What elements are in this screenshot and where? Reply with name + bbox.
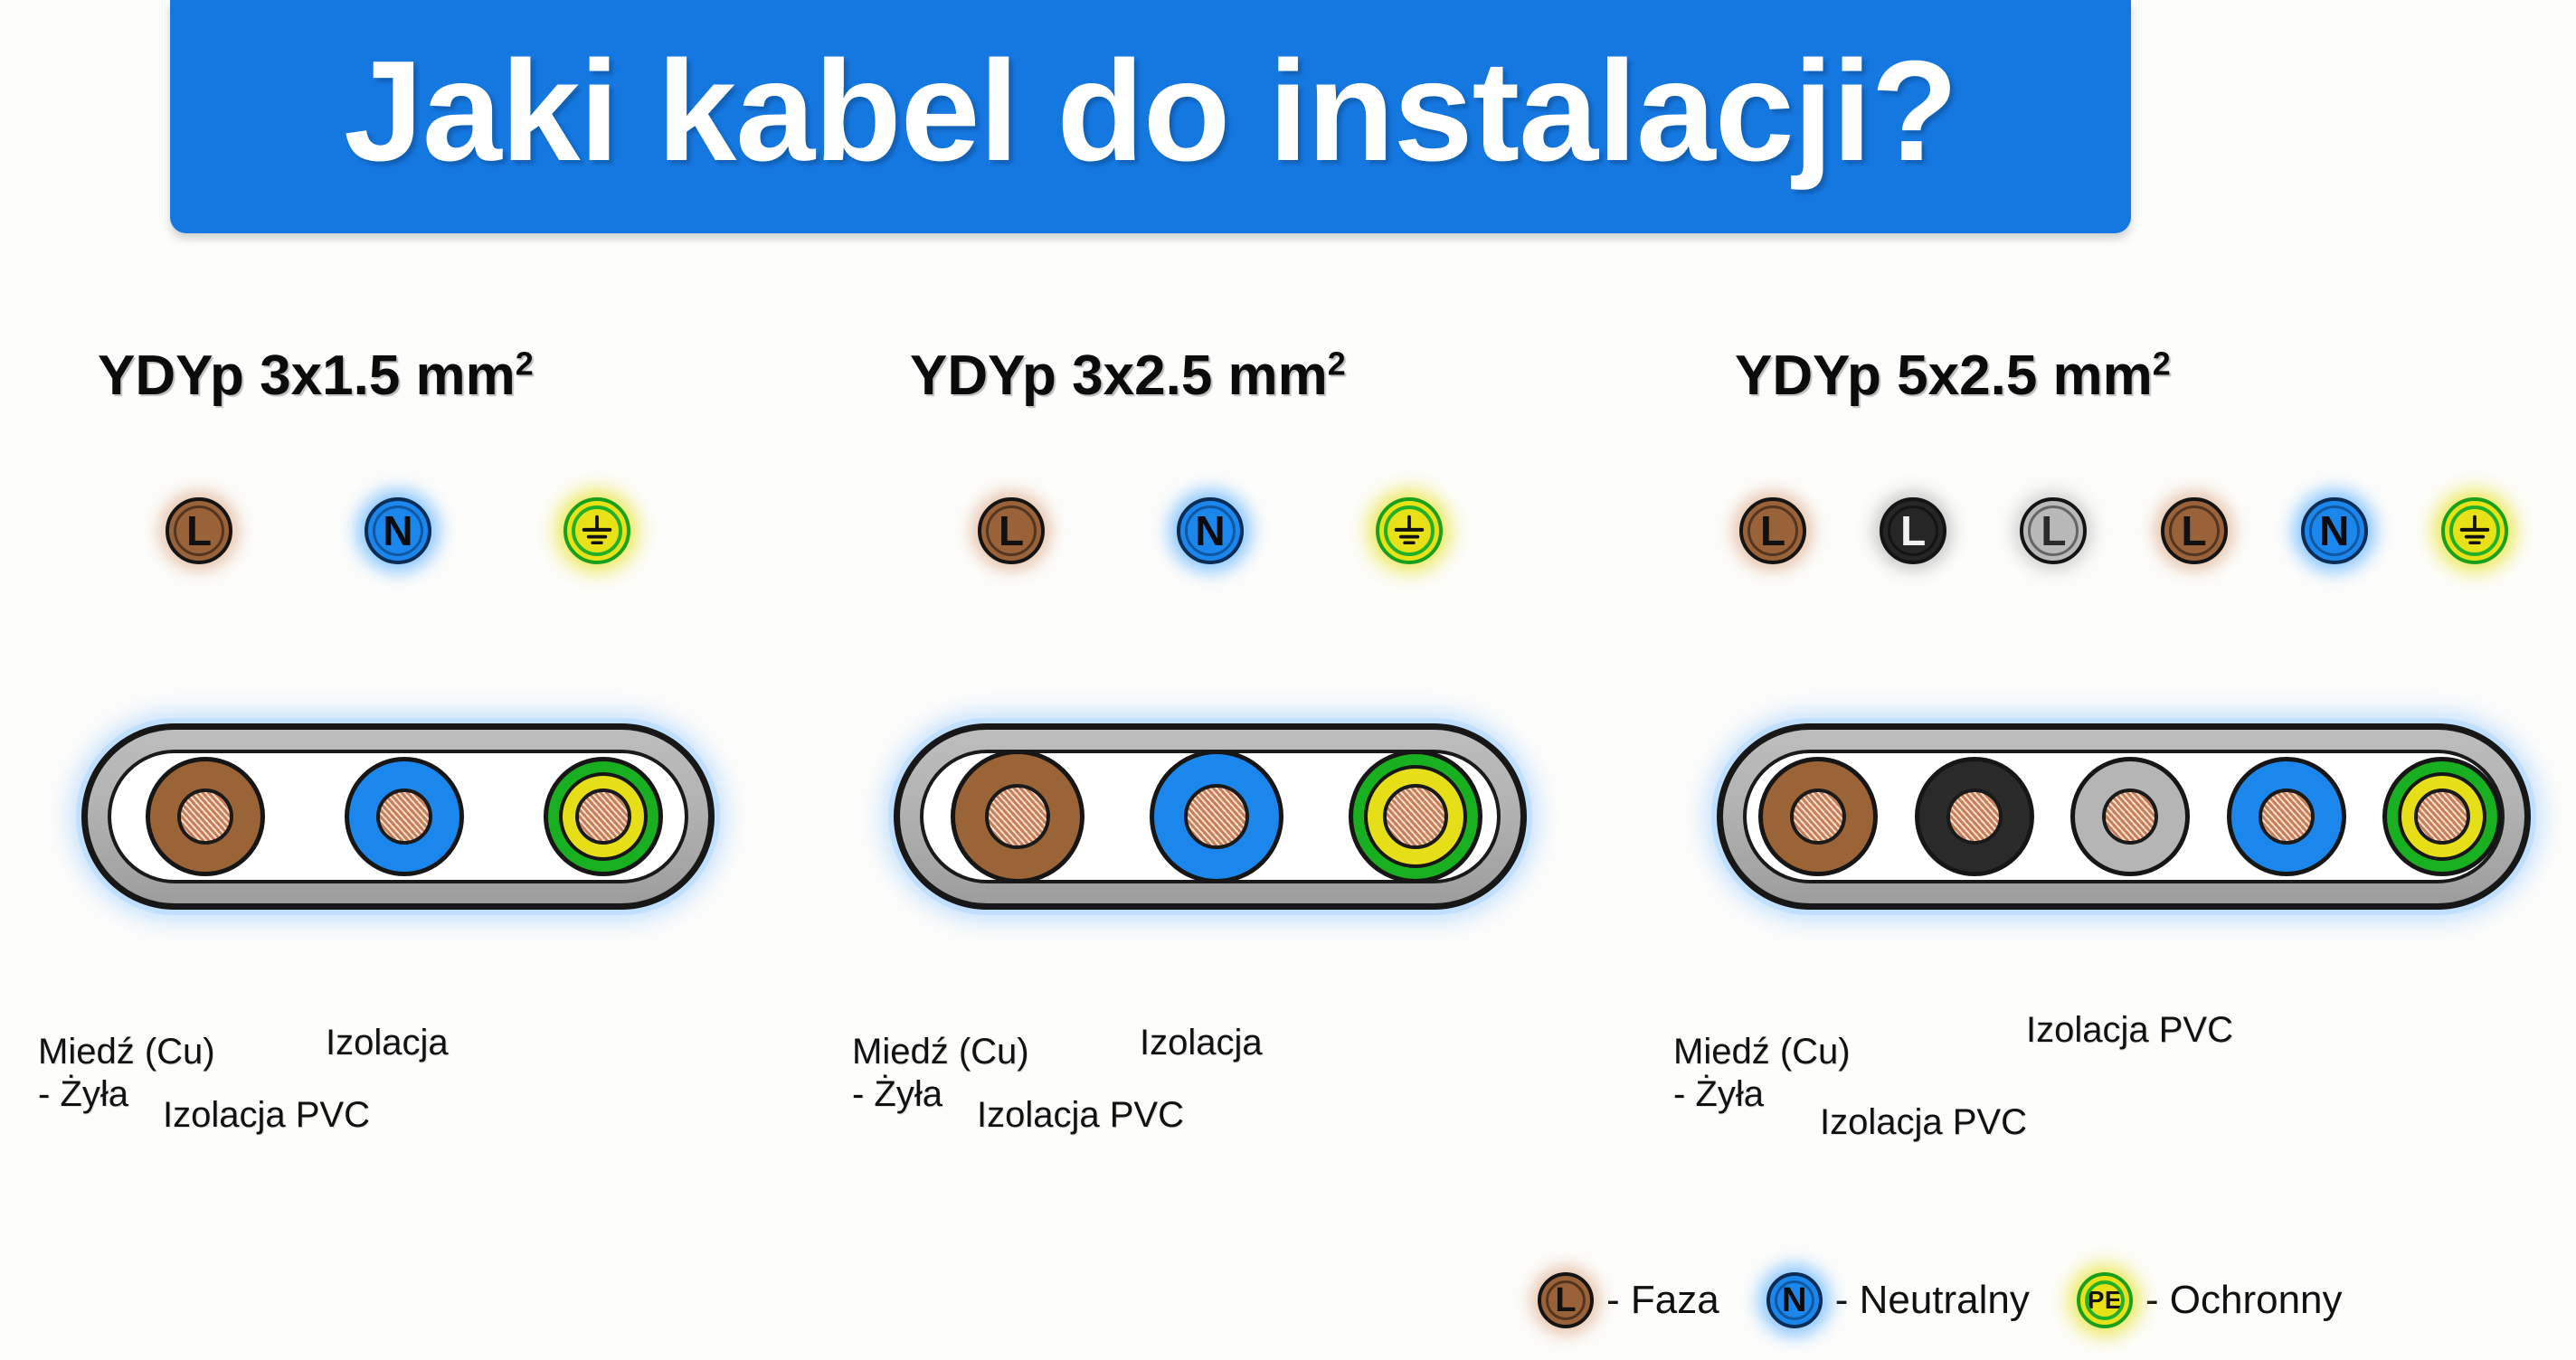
copper-conductor: [2258, 789, 2315, 845]
badge-label: L: [185, 507, 213, 554]
page-title: Jaki kabel do instalacji?: [344, 32, 1958, 191]
copper-conductor: [2414, 789, 2470, 845]
earth-ground-icon: [1394, 515, 1425, 544]
legend-item-2: N - Neutralny: [1766, 1272, 2030, 1328]
legend: L - Faza N - Neutralny PE - Ochronny: [1538, 1255, 2343, 1346]
badge-label: L: [998, 507, 1025, 554]
core-green-yellow: [544, 757, 663, 876]
cable-title-1-sup: 2: [515, 345, 534, 382]
cable-2-label-2: Izolacja PVC: [977, 1095, 1184, 1135]
arrow-up-1: [1811, 921, 1844, 1014]
copper-conductor: [2102, 789, 2158, 845]
cable-title-3: YDYp 5x2.5 mm2: [1735, 344, 2171, 408]
core-green-yellow: [1349, 750, 1482, 883]
cable-title-3-sup: 2: [2152, 345, 2171, 382]
copper-conductor: [575, 789, 631, 845]
legend-badge-label: N: [1781, 1281, 1807, 1319]
copper-conductor: [1946, 789, 2003, 845]
core-gray: [2070, 757, 2190, 876]
legend-item-1: L - Faza: [1538, 1272, 1719, 1328]
phase-l-icon: L: [2020, 497, 2088, 564]
cable-3-label-3: Izolacja PVC: [2026, 1010, 2233, 1050]
badge-label: L: [1759, 507, 1786, 554]
copper-conductor: [1184, 784, 1249, 849]
badge-label: N: [383, 507, 413, 554]
neutral-n-icon: N: [1177, 497, 1244, 564]
core-blue: [1150, 750, 1283, 883]
cable-3-label-1: Miedź (Cu) - Żyła: [1673, 1032, 1851, 1115]
phase-l-icon: L: [166, 497, 232, 564]
core-brown: [951, 750, 1084, 883]
neutral-n-icon: N: [2300, 497, 2368, 564]
copper-conductor: [177, 789, 233, 845]
cable-cross-section-1: [81, 723, 715, 910]
legend-text-2: - Neutralny: [1834, 1278, 2030, 1322]
phase-l-icon: L: [1538, 1272, 1594, 1328]
badge-label: N: [1195, 507, 1226, 554]
arrow-up-2: [317, 917, 352, 1033]
earth-ground-icon: [582, 515, 612, 544]
core-black: [1914, 757, 2034, 876]
cable-3-label-2: Izolacja PVC: [1820, 1102, 2027, 1142]
title-banner: Jaki kabel do instalacji?: [170, 0, 2131, 233]
neutral-n-icon: N: [1766, 1272, 1823, 1328]
cable-title-2-sup: 2: [1327, 345, 1346, 382]
legend-text-1: - Faza: [1606, 1278, 1719, 1322]
core-blue: [345, 757, 464, 876]
core-green-yellow: [2382, 757, 2502, 876]
earth-ground-icon: [2459, 515, 2490, 544]
badge-label: L: [1900, 507, 1927, 554]
neutral-n-icon: N: [365, 497, 431, 564]
arrow-up-1: [166, 921, 199, 1015]
legend-item-3: PE - Ochronny: [2076, 1272, 2343, 1328]
protective-earth-icon: PE: [2076, 1272, 2133, 1328]
cable-title-3-text: YDYp 5x2.5 mm: [1735, 345, 2153, 407]
earth-ground-icon: [2441, 497, 2508, 564]
copper-conductor: [376, 789, 432, 845]
cable-cross-section-2: [894, 723, 1527, 910]
cable-1-label-3: Izolacja: [326, 1023, 449, 1062]
core-blue: [2226, 757, 2346, 876]
core-brown: [146, 757, 265, 876]
phase-l-icon: L: [978, 497, 1045, 564]
phase-l-icon: L: [2160, 497, 2228, 564]
cable-2-label-3: Izolacja: [1140, 1023, 1263, 1062]
earth-ground-icon: [564, 497, 630, 564]
cable-title-2-text: YDYp 3x2.5 mm: [910, 345, 1328, 407]
cable-title-2: YDYp 3x2.5 mm2: [910, 344, 1346, 408]
arrow-up-3: [1240, 915, 1287, 1027]
badge-label: N: [2319, 507, 2350, 554]
legend-text-3: - Ochronny: [2145, 1278, 2343, 1322]
cable-1-label-2: Izolacja PVC: [163, 1095, 370, 1135]
copper-conductor: [1383, 784, 1448, 849]
arrow-up-3: [2217, 913, 2263, 1024]
cable-title-1-text: YDYp 3x1.5 mm: [98, 345, 516, 407]
cable-2-label-1: Miedź (Cu) - Żyła: [852, 1032, 1029, 1115]
cable-title-1: YDYp 3x1.5 mm2: [98, 344, 534, 408]
legend-badge-label: L: [1555, 1281, 1577, 1319]
copper-conductor: [985, 784, 1050, 849]
legend-badge-label: PE: [2087, 1286, 2123, 1314]
copper-conductor: [1790, 789, 1846, 845]
phase-l-icon: L: [1739, 497, 1806, 564]
cable-1-label-1: Miedź (Cu) - Żyła: [38, 1032, 215, 1115]
earth-ground-icon: [1376, 497, 1443, 564]
arrow-up-1: [978, 921, 1011, 1015]
cable-cross-section-3: [1717, 723, 2531, 910]
phase-l-icon: L: [1880, 497, 1947, 564]
arrow-up-2: [1130, 917, 1164, 1033]
core-brown: [1758, 757, 1878, 876]
badge-label: L: [2181, 507, 2207, 554]
arrow-up-3: [428, 915, 475, 1027]
badge-label: L: [2041, 507, 2067, 554]
